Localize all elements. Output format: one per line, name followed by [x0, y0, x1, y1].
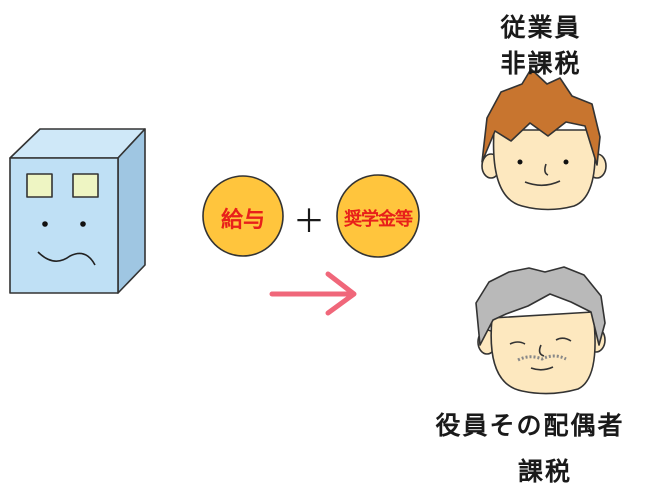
employee-eye-right: [563, 159, 569, 165]
employee-hair: [481, 68, 601, 166]
building-eye-left: [42, 221, 48, 227]
employee-mouth: [524, 180, 561, 187]
building-window-left: [26, 173, 53, 198]
officer-face: [490, 311, 596, 395]
officer-title: 役員その配偶者: [435, 411, 625, 440]
scholarship-coin: [336, 174, 420, 258]
salary-coin-label: 給与: [220, 208, 265, 233]
employee-eye-left: [517, 159, 523, 165]
arrow-icon: [269, 271, 357, 316]
officer-tax-status: 課税: [517, 457, 572, 486]
officer-mouth: [530, 366, 554, 371]
employee-nose: [544, 163, 549, 176]
employee-title: 従業員: [500, 13, 582, 42]
salary-coin: [202, 175, 284, 257]
scholarship-coin-label: 奨学金等: [344, 209, 413, 230]
officer-eye-left: [509, 341, 526, 345]
employee-character: [481, 68, 607, 211]
officer-hair: [475, 266, 606, 346]
plus-sign: ＋: [293, 202, 326, 240]
building-mouth: [37, 251, 96, 266]
officer-mustache: [517, 354, 567, 362]
officer-nose: [538, 344, 545, 357]
building-side-face: [117, 128, 146, 294]
building-eye-right: [80, 221, 86, 227]
officer-character: [475, 266, 606, 395]
employee-tax-status: 非課税: [500, 49, 582, 78]
officer-eye-right: [555, 337, 572, 342]
building-character: [9, 128, 146, 294]
building-window-right: [72, 173, 99, 198]
